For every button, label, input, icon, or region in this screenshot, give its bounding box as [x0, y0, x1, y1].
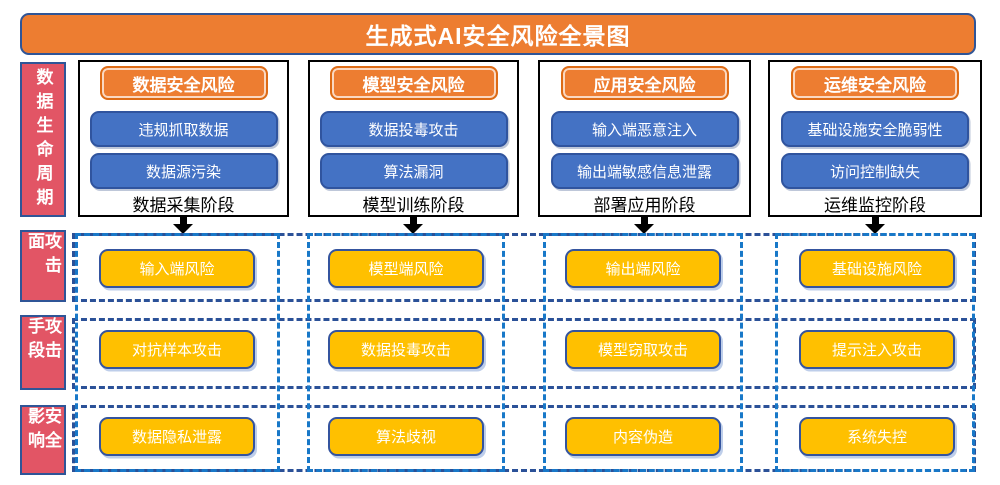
stage-label: 运维监控阶段: [824, 196, 926, 215]
risk-item: 访问控制缺失: [781, 153, 969, 189]
column-header: 运维安全风险: [791, 66, 959, 100]
matrix-column-outline-3: [543, 233, 743, 472]
risk-item: 违规抓取数据: [89, 111, 278, 147]
stage-label: 数据采集阶段: [132, 196, 235, 215]
side-label-attack-surface: 攻击面: [20, 230, 66, 302]
matrix-column-outline-1: [75, 233, 280, 472]
side-label-data-lifecycle: 数据生命周期: [20, 62, 66, 217]
risk-item: 基础设施安全脆弱性: [781, 111, 969, 147]
column-data-security: 数据安全风险 违规抓取数据 数据源污染 数据采集阶段: [78, 60, 289, 217]
matrix-cell: 数据投毒攻击: [328, 330, 484, 369]
side-label-attack-method: 攻击手段: [20, 315, 66, 390]
matrix-cell: 模型端风险: [328, 249, 484, 288]
down-arrow-icon: [634, 217, 654, 234]
matrix-cell: 对抗样本攻击: [99, 330, 255, 369]
risk-item: 数据投毒攻击: [319, 111, 508, 147]
matrix-cell: 提示注入攻击: [799, 330, 955, 369]
side-label-text: 安全影响: [25, 407, 61, 455]
risk-item: 输出端敏感信息泄露: [550, 153, 739, 189]
matrix-column-outline-4: [775, 233, 975, 472]
column-header: 模型安全风险: [329, 66, 498, 100]
title-banner: 生成式AI安全风险全景图: [20, 13, 976, 55]
matrix-cell: 算法歧视: [328, 417, 484, 456]
risk-item: 数据源污染: [89, 153, 278, 189]
side-label-security-impact: 安全影响: [20, 405, 66, 475]
down-arrow-icon: [865, 217, 885, 234]
matrix-cell: 内容伪造: [565, 417, 721, 456]
risk-item: 输入端恶意注入: [550, 111, 739, 147]
side-label-text: 数据生命周期: [33, 67, 53, 212]
matrix-cell: 模型窃取攻击: [565, 330, 721, 369]
side-label-text: 攻击手段: [25, 317, 61, 365]
column-application-security: 应用安全风险 输入端恶意注入 输出端敏感信息泄露 部署应用阶段: [538, 60, 751, 217]
column-operations-security: 运维安全风险 基础设施安全脆弱性 访问控制缺失 运维监控阶段: [768, 60, 982, 217]
down-arrow-icon: [403, 217, 423, 234]
stage-label: 部署应用阶段: [593, 196, 696, 215]
column-header: 应用安全风险: [560, 66, 729, 100]
matrix-cell: 输入端风险: [99, 249, 255, 288]
page-title: 生成式AI安全风险全景图: [365, 23, 631, 49]
matrix-cell: 数据隐私泄露: [99, 417, 255, 456]
matrix-column-outline-2: [307, 233, 505, 472]
column-header: 数据安全风险: [99, 66, 268, 100]
risk-item: 算法漏洞: [319, 153, 508, 189]
matrix-cell: 系统失控: [799, 417, 955, 456]
matrix-cell: 输出端风险: [565, 249, 721, 288]
side-label-text: 攻击面: [25, 232, 61, 280]
down-arrow-icon: [173, 217, 193, 234]
column-model-security: 模型安全风险 数据投毒攻击 算法漏洞 模型训练阶段: [308, 60, 519, 217]
stage-label: 模型训练阶段: [362, 196, 465, 215]
matrix-cell: 基础设施风险: [799, 249, 955, 288]
